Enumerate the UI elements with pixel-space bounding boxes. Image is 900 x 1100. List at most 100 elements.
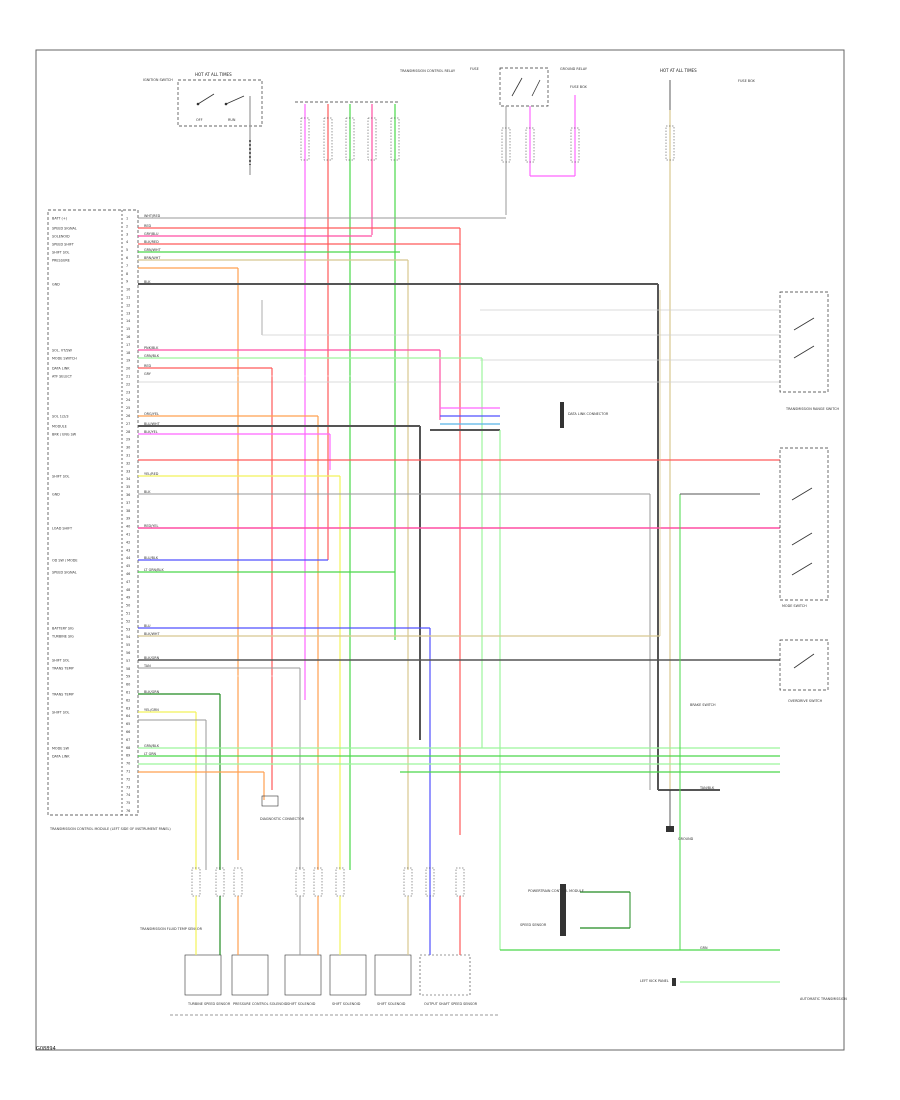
pin-label: SHIFT SOL xyxy=(52,711,70,715)
svg-text:OUTPUT SHAFT SPEED SENSOR: OUTPUT SHAFT SPEED SENSOR xyxy=(424,1002,478,1006)
wire-code: GRN/BLK xyxy=(144,354,160,358)
pin-label: ATF SELECT xyxy=(52,375,73,379)
pin-number: 32 xyxy=(126,461,130,465)
svg-text:TRANSMISSION CONTROL RELAY: TRANSMISSION CONTROL RELAY xyxy=(399,69,456,73)
wire-code: BLK/GRN xyxy=(144,690,160,694)
pin-number: 16 xyxy=(126,335,130,339)
svg-text:RUN: RUN xyxy=(228,118,236,122)
pin-number: 25 xyxy=(126,406,130,410)
pin-number: 35 xyxy=(126,485,130,489)
pin-label: SHIFT SOL xyxy=(52,251,70,255)
wire-code: TAN xyxy=(143,664,151,668)
pin-label: LOAD SHIFT xyxy=(52,527,73,531)
wire-code: BLK xyxy=(144,490,151,494)
wire-code: TAN/BLK xyxy=(699,786,715,790)
pin-number: 56 xyxy=(126,651,130,655)
pin-number: 24 xyxy=(126,398,130,402)
svg-text:TRANSMISSION CONTROL MODULE (L: TRANSMISSION CONTROL MODULE (LEFT SIDE O… xyxy=(49,827,171,831)
pin-label: MODE SWITCH xyxy=(52,357,77,361)
pin-number: 17 xyxy=(126,343,130,347)
pin-number: 2 xyxy=(126,224,128,228)
wire-code: WHT/RED xyxy=(144,214,161,218)
pin-number: 68 xyxy=(126,746,130,750)
pin-number: 28 xyxy=(126,430,130,434)
svg-text:LEFT KICK PANEL: LEFT KICK PANEL xyxy=(640,979,669,983)
pin-label: TRANS TEMP xyxy=(51,693,74,697)
pin-number: 27 xyxy=(126,422,130,426)
wire-code: BLK/RED xyxy=(144,240,159,244)
wire-code: YEL/RED xyxy=(144,472,159,476)
svg-text:TURBINE SPEED SENSOR: TURBINE SPEED SENSOR xyxy=(187,1002,231,1006)
pin-number: 33 xyxy=(126,469,130,473)
svg-text:GROUND RELAY: GROUND RELAY xyxy=(560,67,588,71)
pin-number: 38 xyxy=(126,509,130,513)
svg-text:HOT AT ALL TIMES: HOT AT ALL TIMES xyxy=(660,68,697,73)
pin-number: 63 xyxy=(126,706,130,710)
pin-number: 22 xyxy=(126,382,130,386)
pin-label: SOL 1/2/3 xyxy=(52,415,69,419)
pin-number: 26 xyxy=(126,414,130,418)
pin-number: 41 xyxy=(126,533,130,537)
wire-code: LT GRN/BLK xyxy=(144,568,164,572)
pin-number: 3 xyxy=(126,232,128,236)
pin-number: 76 xyxy=(126,809,130,813)
pin-number: 67 xyxy=(126,738,130,742)
bottom-connectors xyxy=(191,867,465,955)
pin-label: BRK / ENG SW xyxy=(52,433,77,437)
wire-code: GRN/WHT xyxy=(144,248,162,252)
diagram-frame xyxy=(35,49,845,1051)
pin-number: 13 xyxy=(126,311,130,315)
pin-number: 20 xyxy=(126,367,130,371)
wire-code: GRY/BLU xyxy=(144,232,159,236)
pin-label: SOLENOID xyxy=(52,235,70,239)
svg-text:DATA LINK CONNECTOR: DATA LINK CONNECTOR xyxy=(568,412,609,416)
pin-number: 53 xyxy=(126,627,130,631)
pin-label: TURBINE SIG xyxy=(51,635,74,639)
pin-number: 70 xyxy=(126,762,130,766)
bottom-sensors: TURBINE SPEED SENSOR PRESSURE CONTROL SO… xyxy=(170,954,500,1016)
pin-label: MODULE xyxy=(52,425,67,429)
wire-code: GRN xyxy=(700,946,708,950)
svg-text:BRAKE SWITCH: BRAKE SWITCH xyxy=(690,703,716,707)
pin-number: 54 xyxy=(126,635,130,639)
svg-text:IGNITION SWITCH: IGNITION SWITCH xyxy=(143,78,173,82)
top-wires xyxy=(300,95,675,870)
diagnostic-connector: DIAGNOSTIC CONNECTOR xyxy=(260,795,305,821)
pin-number: 4 xyxy=(126,240,128,244)
pin-number: 59 xyxy=(126,675,130,679)
pin-number: 52 xyxy=(126,619,130,623)
pin-number: 31 xyxy=(126,454,130,458)
wire-code: RED xyxy=(144,364,151,368)
pin-number: 1 xyxy=(126,217,128,221)
pin-number: 34 xyxy=(126,477,130,481)
pin-number: 66 xyxy=(126,730,130,734)
pin-number: 73 xyxy=(126,785,130,789)
pin-number: 39 xyxy=(126,517,130,521)
pin-label: GND xyxy=(52,283,60,287)
pin-number: 43 xyxy=(126,548,130,552)
pin-label: GND xyxy=(52,493,60,497)
pin-number: 36 xyxy=(126,493,130,497)
hot-at-all-times-2: HOT AT ALL TIMES FUSE BOX xyxy=(660,68,756,110)
pin-label: DATA LINK xyxy=(52,755,70,759)
pin-number: 40 xyxy=(126,525,130,529)
svg-text:GROUND: GROUND xyxy=(678,837,694,841)
svg-text:FUSE BOX: FUSE BOX xyxy=(570,85,588,89)
pin-number: 5 xyxy=(126,248,128,252)
pin-label: BATTERY SIG xyxy=(52,627,74,631)
pin-number: 6 xyxy=(126,256,128,260)
pin-number: 14 xyxy=(126,319,130,323)
wire-code: BLU/WHT xyxy=(144,422,161,426)
svg-text:TRANSMISSION FLUID TEMP SENSOR: TRANSMISSION FLUID TEMP SENSOR xyxy=(139,927,203,931)
pin-number: 62 xyxy=(126,698,130,702)
pin-number: 51 xyxy=(126,612,130,616)
pin-number: 49 xyxy=(126,596,130,600)
pin-label: SPEED SIGNAL xyxy=(52,227,77,231)
data-link-connector: DATA LINK CONNECTOR xyxy=(560,402,609,428)
svg-text:OFF: OFF xyxy=(196,118,203,122)
svg-text:OVERDRIVE SWITCH: OVERDRIVE SWITCH xyxy=(788,699,823,703)
svg-text:PRESSURE CONTROL SOLENOID: PRESSURE CONTROL SOLENOID xyxy=(233,1002,288,1006)
wire-code: BLK/WHT xyxy=(144,632,160,636)
